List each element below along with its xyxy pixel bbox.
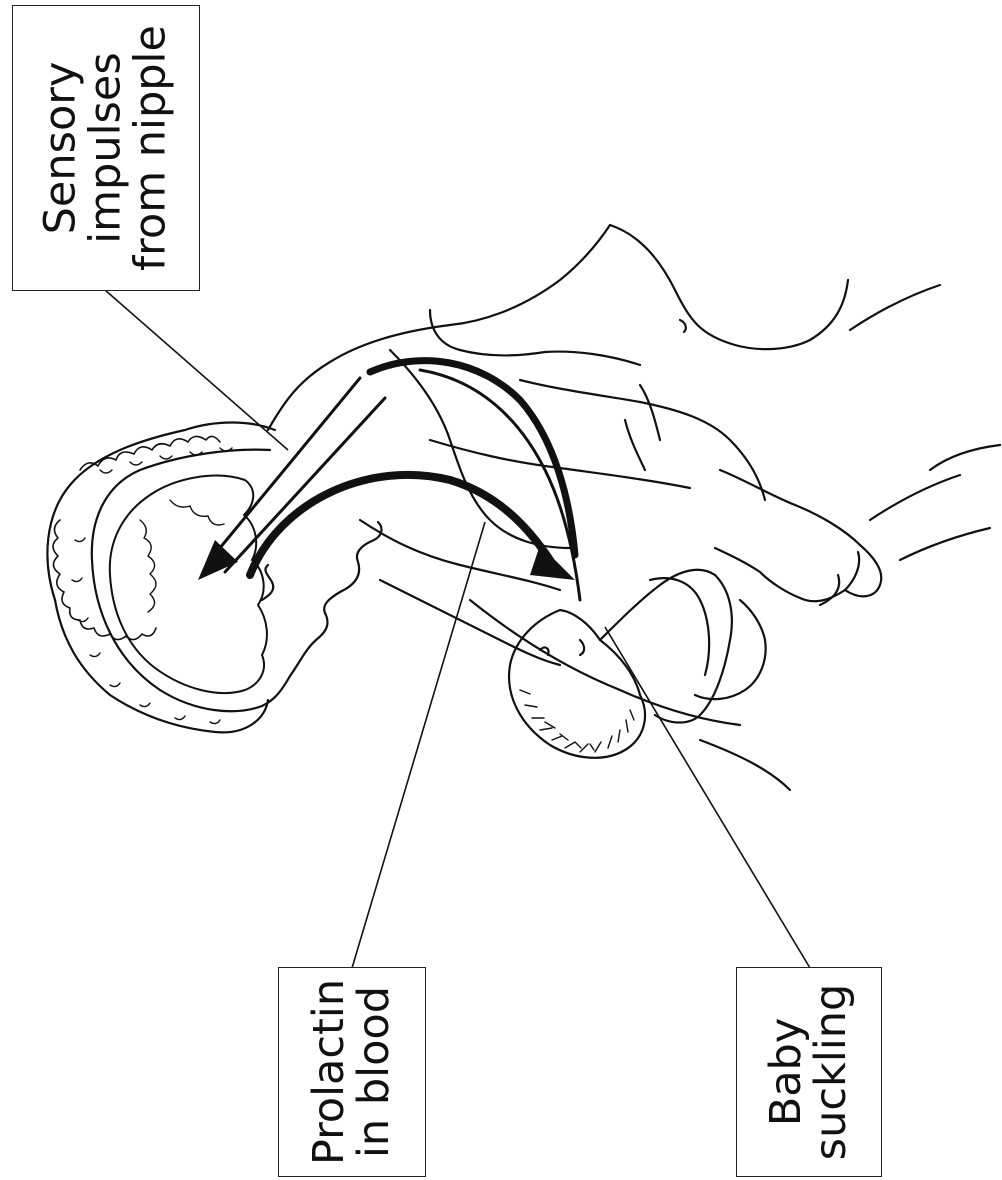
prolactin-line-2: in blood: [352, 979, 397, 1165]
arm-upper: [520, 380, 765, 500]
sensory-arrow-line-1: [210, 378, 360, 560]
sensory-impulses-label: Sensory impulses from nipple: [12, 5, 200, 291]
head-contour: [92, 450, 270, 712]
sensory-line-2: impulses: [84, 25, 129, 271]
baby-head: [509, 610, 645, 758]
prolactin-text: Prolactin in blood: [307, 979, 397, 1165]
brain: [110, 476, 267, 693]
torso-line: [390, 350, 570, 548]
leader-lines: [105, 290, 810, 968]
prolactin-label: Prolactin in blood: [278, 967, 426, 1177]
hair-curls: [53, 436, 220, 639]
baby: [509, 570, 732, 758]
baby-body: [600, 570, 732, 723]
mother-head: [47, 423, 381, 733]
arrows: [198, 361, 580, 600]
sensory-line-3: from nipple: [129, 25, 174, 271]
suckling-line-1: Baby: [764, 984, 809, 1161]
lower-torso: [380, 580, 560, 665]
mother-body: [268, 225, 1000, 790]
mother-hand: [715, 470, 881, 601]
sensory-line-1: Sensory: [39, 25, 84, 271]
baby-suckling-label: Baby suckling: [736, 967, 882, 1177]
face-profile: [262, 522, 381, 706]
prolactin-leader: [352, 522, 485, 968]
baby-suckling-text: Baby suckling: [764, 984, 854, 1161]
suckling-leader: [605, 627, 810, 968]
baby-hair: [520, 690, 634, 752]
prolactin-arrowhead: [530, 545, 575, 580]
suckling-line-2: suckling: [809, 984, 854, 1161]
prolactin-line-1: Prolactin: [307, 979, 352, 1165]
shoulder-line: [268, 225, 610, 430]
sensory-arrowhead: [198, 540, 238, 580]
sleeve: [610, 225, 848, 349]
sensory-impulses-text: Sensory impulses from nipple: [39, 25, 174, 271]
prolactin-arrow: [250, 475, 550, 575]
